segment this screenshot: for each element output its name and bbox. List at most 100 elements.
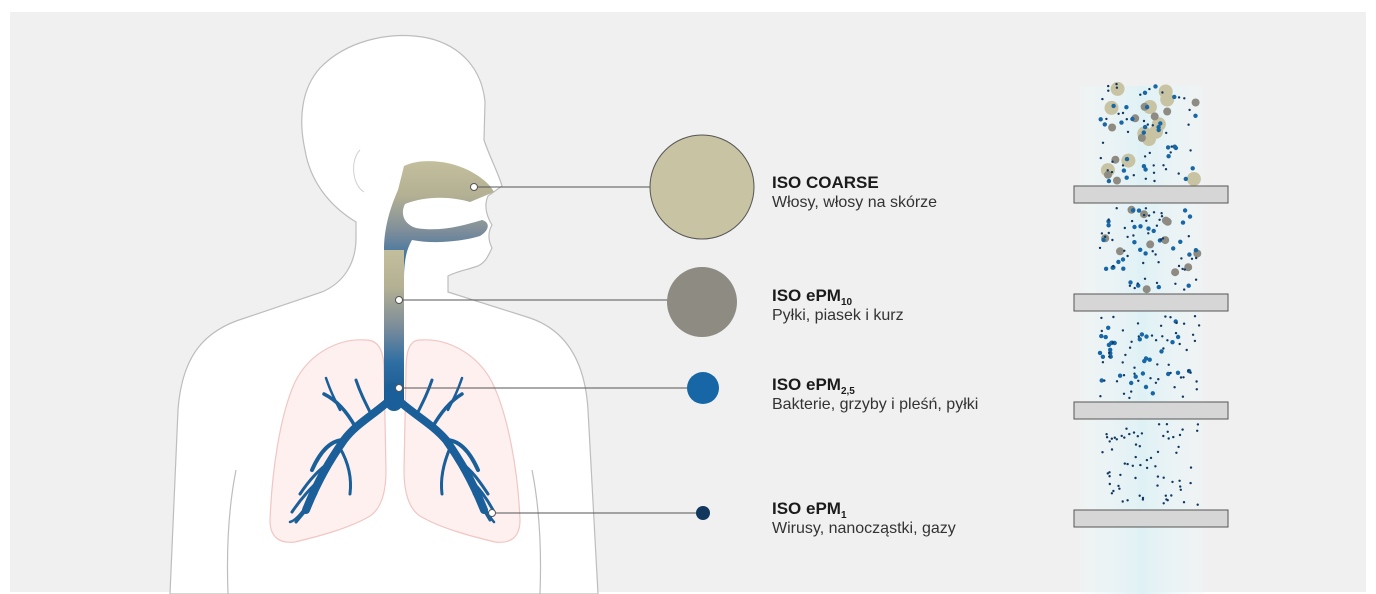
pm1-particle <box>1116 207 1118 209</box>
pm25-particle <box>1138 337 1142 341</box>
pm1-particle <box>1112 316 1114 318</box>
pm1-particle <box>1181 268 1183 270</box>
pm1-particle <box>1178 265 1180 267</box>
pm1-particle <box>1162 435 1164 437</box>
pm25-particle <box>1106 223 1110 227</box>
pm1-particle <box>1175 452 1177 454</box>
anchor-dot-throat <box>396 297 403 304</box>
pm1-particle <box>1137 435 1139 437</box>
label-pm25-description: Bakterie, grzyby i pleśń, pyłki <box>772 395 978 415</box>
pm1-particle <box>1156 225 1158 227</box>
pm1-particle <box>1119 474 1121 476</box>
pm1-particle <box>1187 369 1189 371</box>
pm1-particle <box>1122 361 1124 363</box>
pm1-particle <box>1161 335 1163 337</box>
pm1-particle <box>1149 377 1151 379</box>
label-coarse: ISO COARSE Włosy, włosy na skórze <box>772 172 937 213</box>
pm1-particle <box>1190 466 1192 468</box>
pm1-particle <box>1133 367 1135 369</box>
pm25-particle <box>1106 326 1110 330</box>
pm1-particle <box>1137 282 1139 284</box>
pm25-particle <box>1166 154 1170 158</box>
pm1-particle <box>1177 446 1179 448</box>
pm1-particle <box>1175 322 1177 324</box>
pm1-particle <box>1132 234 1134 236</box>
pm1-particle <box>1109 440 1111 442</box>
pm1-particle <box>1107 472 1109 474</box>
pm1-particle <box>1153 211 1155 213</box>
pm1-particle <box>1189 482 1191 484</box>
pm1-particle <box>1128 397 1130 399</box>
pm10-particle <box>1104 171 1112 179</box>
pm1-particle <box>1171 145 1173 147</box>
pm25-particle <box>1158 121 1162 125</box>
pm1-particle <box>1156 484 1158 486</box>
pm1-particle <box>1129 285 1131 287</box>
pm1-particle <box>1111 171 1113 173</box>
pm1-particle <box>1107 85 1109 87</box>
pm1-particle <box>1152 250 1154 252</box>
pm25-particle <box>1184 177 1188 181</box>
coarse-particle <box>1105 101 1119 115</box>
pm1-particle <box>1109 483 1111 485</box>
pm1-particle <box>1126 236 1128 238</box>
label-pm10-description: Pyłki, piasek i kurz <box>772 306 904 326</box>
pm1-particle <box>1116 87 1118 89</box>
pm1-particle <box>1116 438 1118 440</box>
pm1-particle <box>1102 361 1104 363</box>
pm1-particle <box>1195 380 1197 382</box>
pm25-particle <box>1137 208 1141 212</box>
pm1-particle <box>1100 317 1102 319</box>
pm1-particle <box>1154 465 1156 467</box>
pm1-particle <box>1148 214 1150 216</box>
pm1-particle <box>1173 386 1175 388</box>
pm10-particle <box>1108 124 1116 132</box>
pm25-particle <box>1193 114 1197 118</box>
pm1-particle <box>1124 462 1126 464</box>
pm25-particle <box>1134 375 1138 379</box>
pm1-particle <box>1168 437 1170 439</box>
pm25-particle <box>1142 359 1146 363</box>
pm1-particle <box>1116 380 1118 382</box>
pm25-particle <box>1157 128 1161 132</box>
pm25-particle <box>1130 117 1134 121</box>
pm1-particle <box>1182 396 1184 398</box>
label-pm25: ISO ePM2,5 Bakterie, grzyby i pleśń, pył… <box>772 374 978 415</box>
pm1-particle <box>1188 109 1190 111</box>
pm10-particle <box>1192 99 1200 107</box>
pm1-particle <box>1108 355 1110 357</box>
pm1-particle <box>1112 490 1114 492</box>
pm25-particle <box>1142 130 1146 134</box>
pm1-particle <box>1179 485 1181 487</box>
pm1-particle <box>1162 347 1164 349</box>
pm1-particle <box>1101 451 1103 453</box>
pm25-particle <box>1128 280 1132 284</box>
pm1-particle <box>1112 342 1114 344</box>
pm25-particle <box>1101 355 1105 359</box>
pm1-particle <box>1151 334 1153 336</box>
pm1-particle <box>1146 467 1148 469</box>
pm25-particle <box>1194 248 1198 252</box>
pm1-particle <box>1139 94 1141 96</box>
pm1-particle <box>1174 283 1176 285</box>
pm1-particle <box>1186 349 1188 351</box>
particle-circle-pm10 <box>667 267 737 337</box>
pm1-particle <box>1142 262 1144 264</box>
particle-circle-coarse <box>650 135 754 239</box>
coarse-particle <box>1149 125 1163 139</box>
pm1-particle <box>1103 379 1105 381</box>
pm1-particle <box>1169 316 1171 318</box>
pm1-particle <box>1117 485 1119 487</box>
pm25-particle <box>1132 240 1136 244</box>
pm25-particle <box>1170 340 1174 344</box>
pm25-particle <box>1143 167 1147 171</box>
pm1-particle <box>1194 315 1196 317</box>
pm1-particle <box>1189 372 1191 374</box>
pm1-particle <box>1166 423 1168 425</box>
pm1-particle <box>1100 157 1102 159</box>
pm1-particle <box>1189 149 1191 151</box>
pm1-particle <box>1163 502 1165 504</box>
pm1-particle <box>1108 475 1110 477</box>
pm10-particle <box>1146 240 1154 248</box>
pm25-particle <box>1138 224 1142 228</box>
